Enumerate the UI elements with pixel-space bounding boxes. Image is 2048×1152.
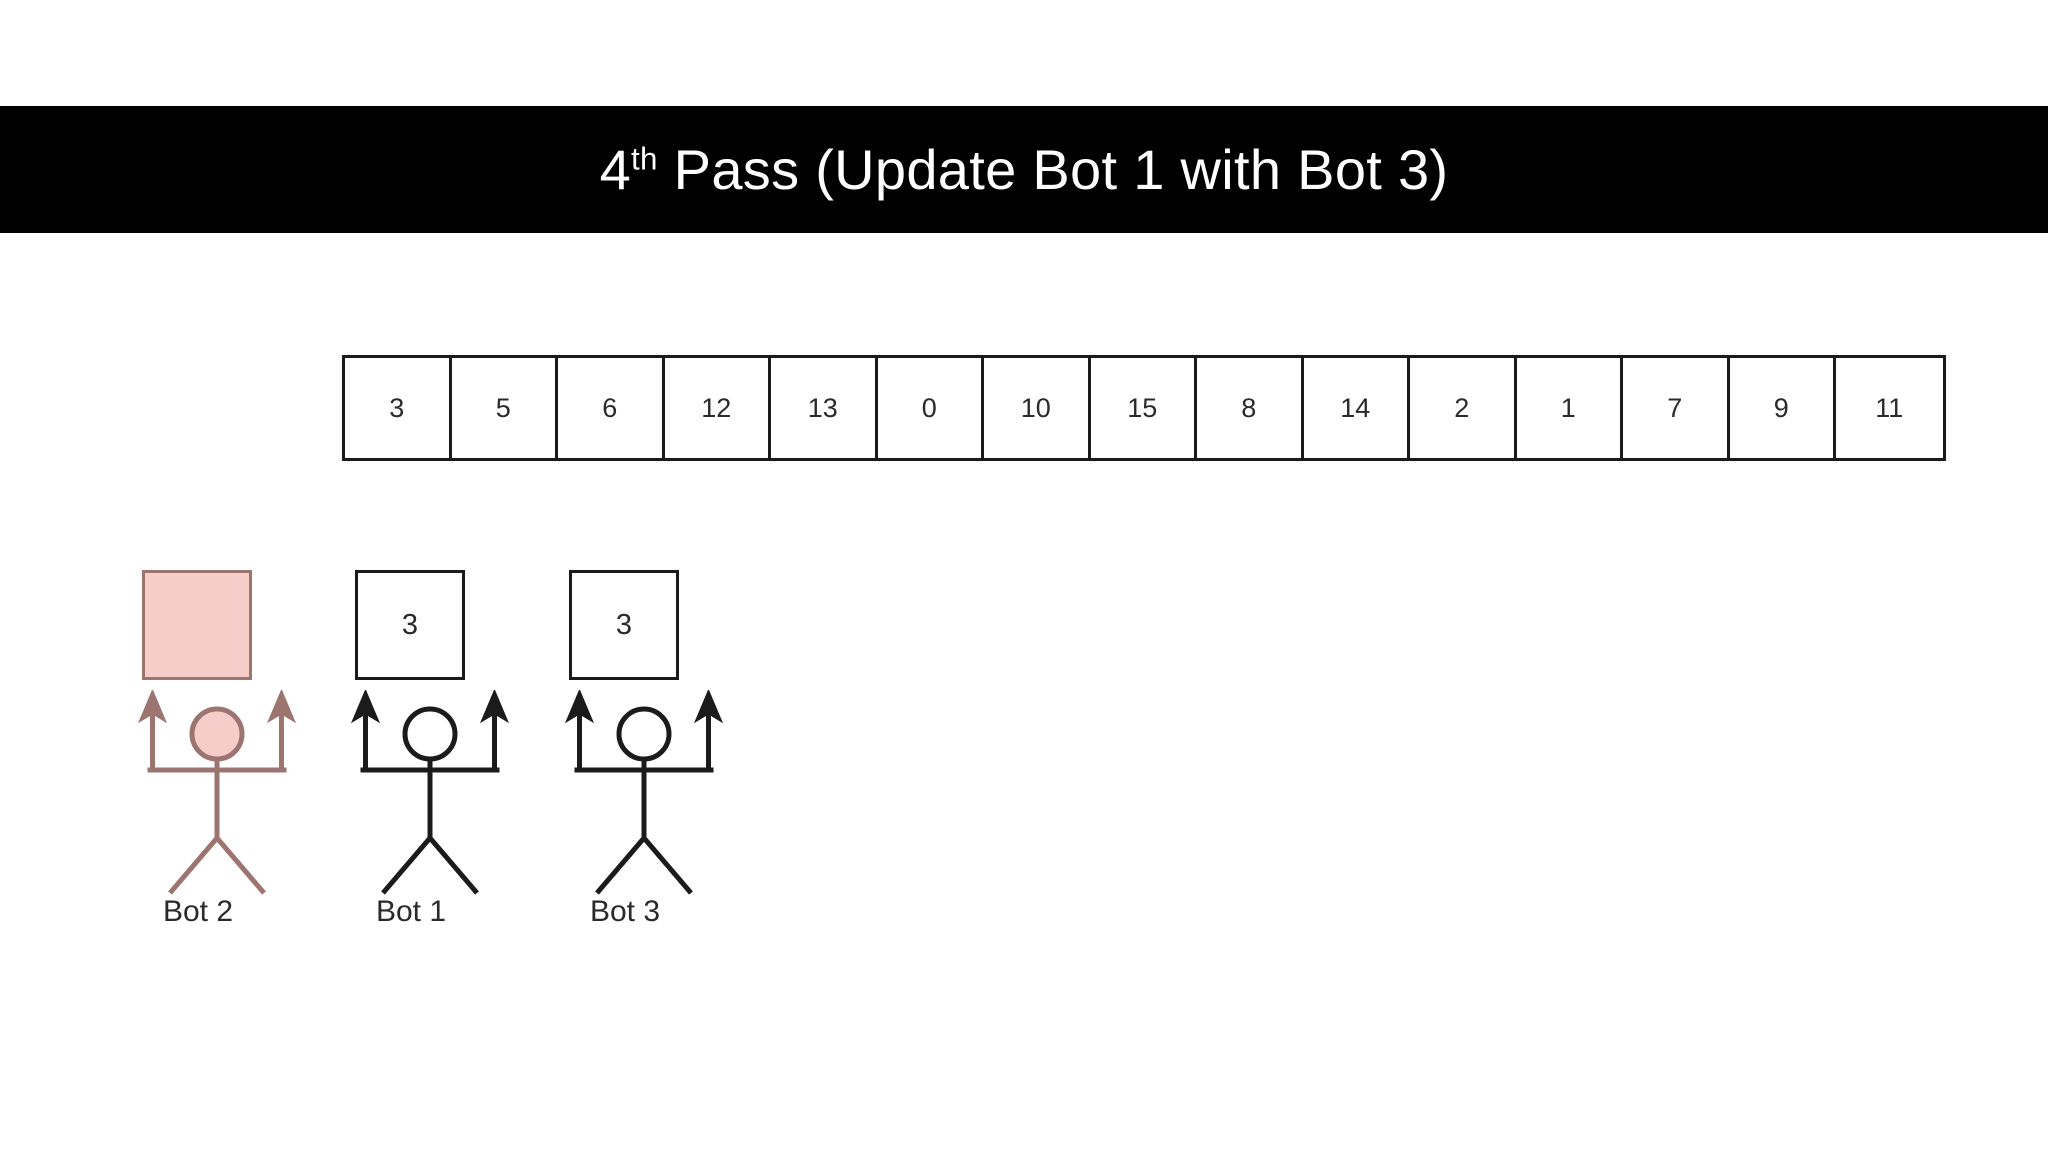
stick-figure	[350, 690, 510, 895]
title-rest: Pass (Update Bot 1 with Bot 3)	[657, 137, 1449, 201]
stick-figure	[564, 690, 724, 895]
title-prefix: 4	[599, 137, 632, 201]
right-arrow-icon	[479, 690, 510, 724]
left-leg	[168, 836, 219, 895]
array-cell: 2	[1410, 358, 1517, 458]
head-circle	[402, 706, 458, 762]
bot-label: Bot 3	[589, 895, 661, 928]
bot-label: Bot 1	[375, 895, 447, 928]
left-arrow-icon	[564, 690, 595, 724]
left-leg	[595, 836, 646, 895]
array-cell: 14	[1303, 358, 1410, 458]
right-arrow-icon	[693, 690, 724, 724]
bot-value-box	[142, 570, 252, 680]
right-leg	[428, 836, 479, 895]
array-cell: 0	[877, 358, 984, 458]
head-circle	[616, 706, 672, 762]
bot-value-box: 3	[569, 570, 679, 680]
left-arrow-icon	[350, 690, 381, 724]
left-leg	[381, 836, 432, 895]
right-arrow-icon	[266, 690, 297, 724]
array-cell: 9	[1729, 358, 1836, 458]
array-cell: 11	[1836, 358, 1943, 458]
array-cell: 10	[984, 358, 1091, 458]
array-cell: 12	[664, 358, 771, 458]
left-arrow-icon	[137, 690, 168, 724]
head-circle	[189, 706, 245, 762]
title-banner: 4th Pass (Update Bot 1 with Bot 3)	[0, 106, 2048, 233]
right-leg	[642, 836, 693, 895]
array-cell: 5	[451, 358, 558, 458]
array-cell: 6	[558, 358, 665, 458]
title-ordinal-suffix: th	[631, 140, 658, 176]
array-cell: 1	[1516, 358, 1623, 458]
array-cell: 15	[1090, 358, 1197, 458]
page-title: 4th Pass (Update Bot 1 with Bot 3)	[600, 140, 1449, 198]
array-cell: 3	[345, 358, 452, 458]
bot-label: Bot 2	[162, 895, 234, 928]
array-cell: 7	[1623, 358, 1730, 458]
array-cell: 13	[771, 358, 878, 458]
bot-value-box: 3	[355, 570, 465, 680]
right-leg	[215, 836, 266, 895]
stick-figure	[137, 690, 297, 895]
array-cell: 8	[1197, 358, 1304, 458]
